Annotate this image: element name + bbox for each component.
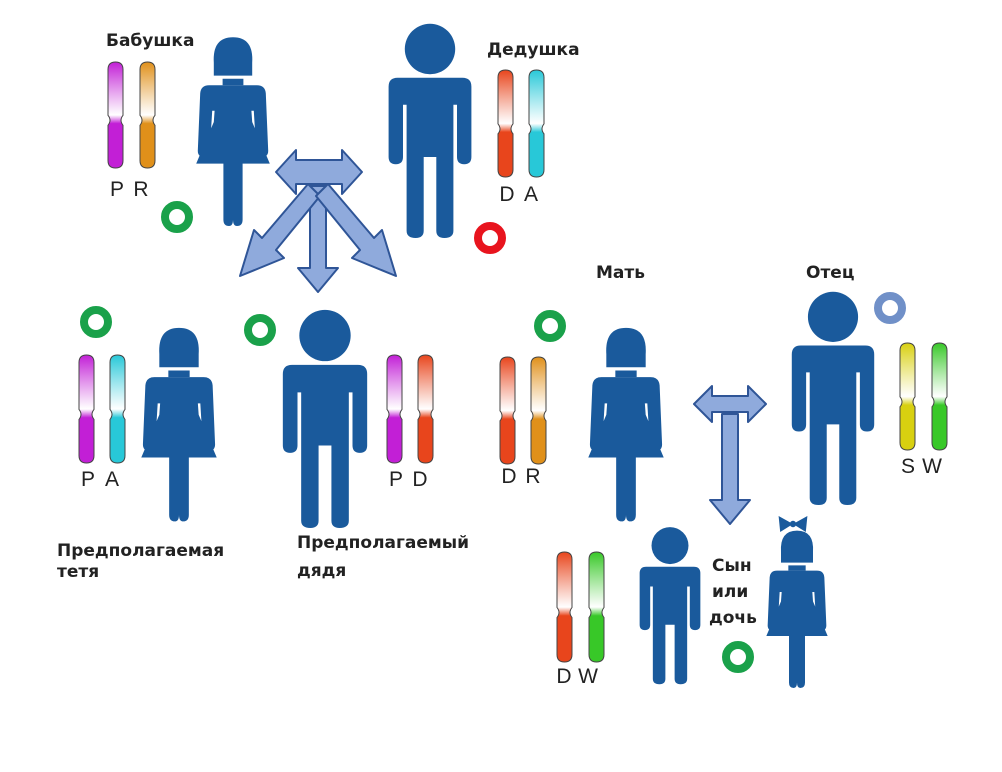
father-figure [791, 291, 875, 505]
uncle-label-line1: Предполагаемый [297, 533, 470, 553]
mother-label: Мать [596, 263, 645, 283]
grandfather-label: Дедушка [487, 40, 580, 60]
allele-letter: D [556, 665, 572, 688]
uncle-marker-ring [244, 314, 276, 346]
allele-letter: S [900, 455, 915, 478]
grandfather-chromosome-A [528, 69, 545, 178]
inheritance-arrow-right [693, 385, 767, 525]
aunt-label-line1: Предполагаемая [57, 541, 225, 561]
father-label: Отец [806, 263, 855, 283]
mother-figure [588, 327, 664, 522]
grandmother-figure [196, 37, 270, 227]
allele-letter: D [501, 465, 517, 488]
father-marker-ring [874, 292, 906, 324]
uncle-figure [282, 309, 368, 528]
allele-letter: R [525, 465, 541, 488]
child-marker-ring [722, 641, 754, 673]
mother-chromosome-R [530, 356, 547, 465]
aunt-chromosome-P [78, 354, 95, 464]
allele-letter: R [133, 178, 149, 201]
allele-letter: D [412, 468, 428, 491]
daughter-bow-icon [778, 516, 808, 532]
grandfather-chromosome-D [497, 69, 514, 178]
aunt-label-line2: тетя [57, 562, 100, 582]
allele-letter: A [104, 468, 119, 491]
son-figure [639, 527, 701, 685]
aunt-marker-ring [80, 306, 112, 338]
aunt-chromosome-A [109, 354, 126, 464]
child-label-line1: Сын [712, 556, 752, 576]
child-label-line2: или [712, 582, 749, 602]
grandmother-chromosome-P [107, 61, 124, 169]
father-chromosome-S [899, 342, 916, 451]
grandmother-chromosome-R [139, 61, 156, 169]
grandfather-figure [388, 23, 472, 238]
allele-letter: P [109, 178, 124, 201]
allele-letter: P [388, 468, 403, 491]
child-label-line3: дочь [709, 608, 757, 628]
daughter-figure [766, 530, 828, 688]
mother-marker-ring [534, 310, 566, 342]
allele-letter: W [922, 455, 942, 478]
inheritance-arrow-top [239, 149, 397, 293]
allele-letter: P [80, 468, 95, 491]
aunt-figure [141, 327, 217, 522]
child-chromosome-D [556, 551, 573, 663]
uncle-chromosome-P [386, 354, 403, 464]
allele-letter: W [578, 665, 598, 688]
father-chromosome-W [931, 342, 948, 451]
grandmother-label: Бабушка [106, 31, 195, 51]
mother-chromosome-D [499, 356, 516, 465]
grandfather-marker-ring [474, 222, 506, 254]
grandmother-marker-ring [161, 201, 193, 233]
allele-letter: D [499, 183, 515, 206]
uncle-chromosome-D [417, 354, 434, 464]
allele-letter: A [523, 183, 538, 206]
child-chromosome-W [588, 551, 605, 663]
uncle-label-line2: дядя [297, 561, 347, 581]
